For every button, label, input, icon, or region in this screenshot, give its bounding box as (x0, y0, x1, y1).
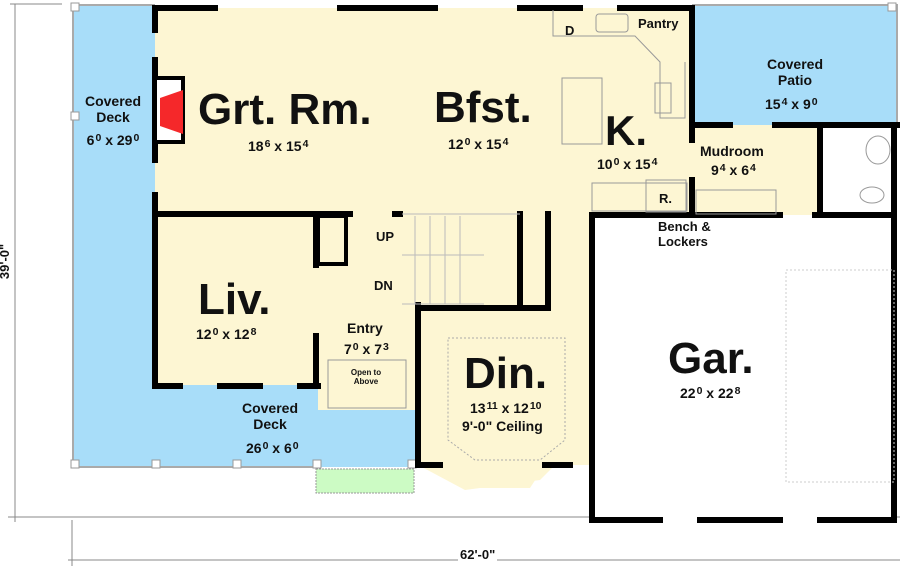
breakfast-dims: 120 x 154 (448, 136, 509, 152)
great-room-dims: 186 x 154 (248, 138, 309, 154)
fireplace-icon (160, 90, 183, 134)
stairs-down-label: DN (374, 278, 393, 293)
label-line: Open to (350, 368, 382, 377)
entry-label: Entry (347, 320, 383, 336)
covered-patio-label: Covered Patio (745, 56, 845, 88)
breakfast-title: Bfst. (434, 83, 532, 132)
label-line: Deck (96, 109, 130, 126)
label-line: Lockers (658, 233, 708, 249)
great-room-title: Grt. Rm. (198, 85, 372, 134)
garage-dims: 220 x 228 (680, 385, 741, 401)
bench-lockers-label: Bench & Lockers (658, 219, 711, 250)
covered-patio-area (692, 5, 897, 125)
covered-patio-dims: 154 x 90 (765, 96, 818, 112)
label-line: Bench & (658, 219, 711, 234)
kitchen-dims: 100 x 154 (597, 156, 658, 172)
stairs-up-label: UP (376, 229, 395, 244)
mudroom-dims: 94 x 64 (711, 162, 756, 178)
pantry-label: Pantry (638, 16, 679, 31)
label-line: Covered (241, 400, 299, 416)
label-line: Covered (766, 56, 824, 72)
label-line: Above (353, 377, 379, 387)
dining-ceiling-note: 9'-0" Ceiling (462, 418, 543, 434)
covered-deck-front-label: Covered Deck (230, 400, 310, 432)
open-to-above-label: Open to Above (340, 368, 392, 386)
refrigerator-label: R. (659, 191, 672, 206)
front-stoop (315, 468, 415, 494)
living-dims: 120 x 128 (196, 326, 257, 342)
label-line: Patio (777, 72, 813, 89)
mudroom-label: Mudroom (700, 143, 764, 159)
dining-dims: 1311 x 1210 (470, 400, 542, 416)
label-line: Deck (253, 416, 287, 433)
living-title: Liv. (198, 275, 271, 324)
overall-depth-dimension: 39'-0" (0, 241, 14, 282)
covered-deck-side-label: Covered Deck (80, 93, 146, 125)
dishwasher-label: D (565, 23, 575, 38)
overall-width-dimension: 62'-0" (458, 547, 498, 563)
dining-title: Din. (464, 349, 548, 398)
kitchen-title: K. (605, 107, 647, 154)
garage-title: Gar. (668, 334, 754, 383)
covered-deck-front-dims: 260 x 60 (246, 440, 299, 456)
covered-deck-side-dims: 60 x 290 (86, 132, 140, 148)
entry-dims: 70 x 73 (344, 341, 389, 357)
label-line: Covered (84, 93, 142, 109)
